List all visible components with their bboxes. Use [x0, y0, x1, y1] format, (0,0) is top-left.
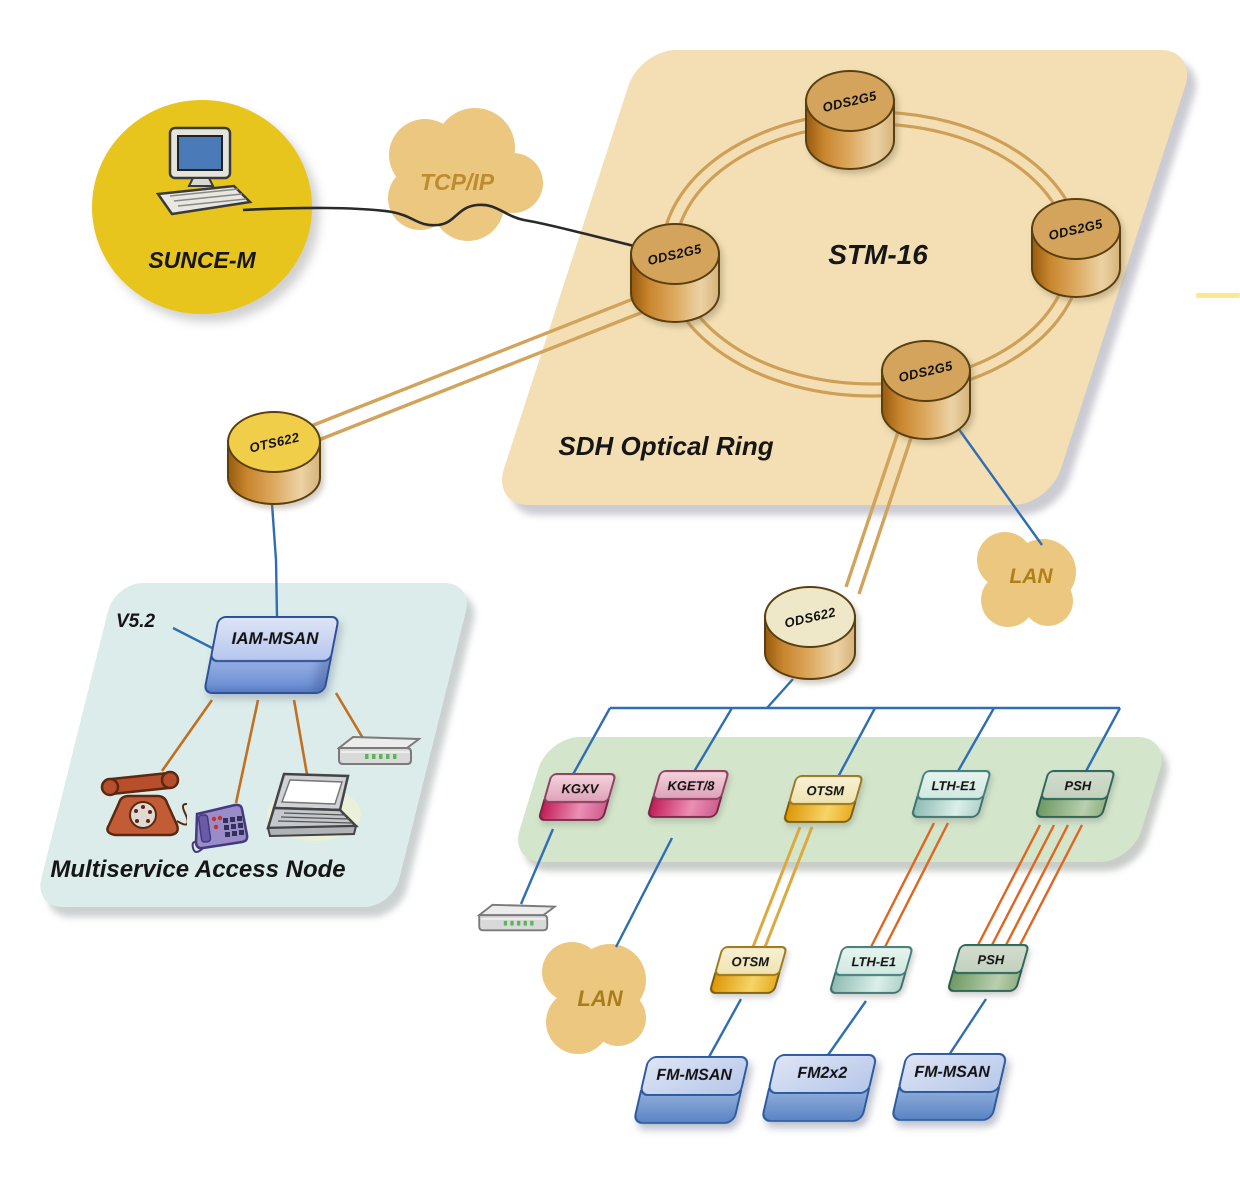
- node-label: ODS2G5: [646, 240, 704, 268]
- access-node-fm-msan-2: FM-MSAN: [890, 1053, 1008, 1121]
- sdh-node-bottom: ODS2G5: [881, 340, 971, 440]
- shelf-module-otsm: OTSM: [782, 775, 864, 823]
- sdh-node-right: ODS2G5: [1031, 198, 1121, 298]
- management-station-label: SUNCE-M: [148, 247, 256, 273]
- ethernet-switch-icon: [337, 735, 421, 765]
- module-label: KGXV: [561, 780, 599, 796]
- v52-interface-label: V5.2: [116, 611, 156, 632]
- ring-capacity-label: STM-16: [828, 239, 928, 270]
- laptop-icon: [266, 772, 361, 841]
- node-label: ODS622: [782, 603, 838, 631]
- module-label: PSH: [1064, 777, 1092, 793]
- node-ots622: OTS622: [227, 411, 321, 505]
- shelf-module-psh: PSH: [1034, 770, 1116, 818]
- fm-top-face: FM2x2: [766, 1054, 878, 1094]
- fm-top-face: FM-MSAN: [638, 1056, 750, 1096]
- cylinder-top: ODS622: [764, 586, 856, 648]
- node-ods622: ODS622: [764, 586, 856, 680]
- sdh-node-left: ODS2G5: [630, 223, 720, 323]
- access-node-fm-msan-1: FM-MSAN: [632, 1056, 750, 1124]
- module-top-face: KGXV: [542, 773, 617, 803]
- msan-region-label: Multiservice Access Node: [50, 856, 346, 883]
- module-top-face: PSH: [951, 944, 1030, 974]
- node-label: ODS2G5: [821, 87, 879, 115]
- ethernet-switch-icon: [477, 903, 557, 932]
- node-iam-msan: IAM-MSAN: [202, 616, 340, 694]
- tcpip-cloud-label: TCP/IP: [419, 169, 495, 195]
- module-label: LTH-E1: [931, 777, 976, 793]
- module-label: OTSM: [806, 782, 845, 798]
- fax-phone-icon: [191, 803, 249, 853]
- cylinder-top: ODS2G5: [630, 223, 720, 285]
- sdh-node-top: ODS2G5: [805, 70, 895, 170]
- module-label: LTH-E1: [851, 953, 896, 969]
- node-label: FM-MSAN: [914, 1064, 991, 1081]
- module-top-face: PSH: [1039, 770, 1116, 800]
- remote-module-otsm: OTSM: [708, 946, 788, 994]
- cylinder-top: ODS2G5: [881, 340, 971, 402]
- remote-module-psh: PSH: [946, 944, 1030, 992]
- shelf-module-kget8: KGET/8: [646, 770, 730, 818]
- lan-upper-cloud-label: LAN: [1009, 565, 1053, 588]
- desktop-computer-icon: [155, 126, 253, 216]
- iam-top-face: IAM-MSAN: [209, 616, 340, 662]
- node-label: OTS622: [247, 428, 301, 456]
- cylinder-top: ODS2G5: [805, 70, 895, 132]
- lan-lower-cloud-label: LAN: [577, 986, 623, 1011]
- access-node-fm2x2: FM2x2: [760, 1054, 878, 1122]
- yellow-dash-artifact: [1196, 293, 1240, 298]
- module-label: OTSM: [731, 953, 770, 969]
- module-label: KGET/8: [667, 777, 715, 793]
- module-top-face: LTH-E1: [833, 946, 914, 976]
- shelf-module-lth-e1: LTH-E1: [910, 770, 992, 818]
- fm-top-face: FM-MSAN: [896, 1053, 1008, 1093]
- cylinder-top: ODS2G5: [1031, 198, 1121, 260]
- node-label: ODS2G5: [1047, 215, 1105, 243]
- node-label: IAM-MSAN: [231, 629, 318, 648]
- sdh-region-label: SDH Optical Ring: [558, 431, 774, 461]
- module-top-face: OTSM: [787, 775, 864, 805]
- remote-module-lth-e1: LTH-E1: [828, 946, 914, 994]
- module-top-face: KGET/8: [651, 770, 730, 800]
- node-label: ODS2G5: [897, 357, 955, 385]
- node-label: FM2x2: [797, 1065, 848, 1082]
- module-top-face: OTSM: [713, 946, 788, 976]
- module-label: PSH: [977, 951, 1005, 967]
- node-label: FM-MSAN: [656, 1067, 733, 1084]
- cylinder-top: OTS622: [227, 411, 321, 473]
- rotary-phone-icon: [100, 770, 187, 837]
- module-top-face: LTH-E1: [915, 770, 992, 800]
- shelf-module-kgxv: KGXV: [537, 773, 617, 821]
